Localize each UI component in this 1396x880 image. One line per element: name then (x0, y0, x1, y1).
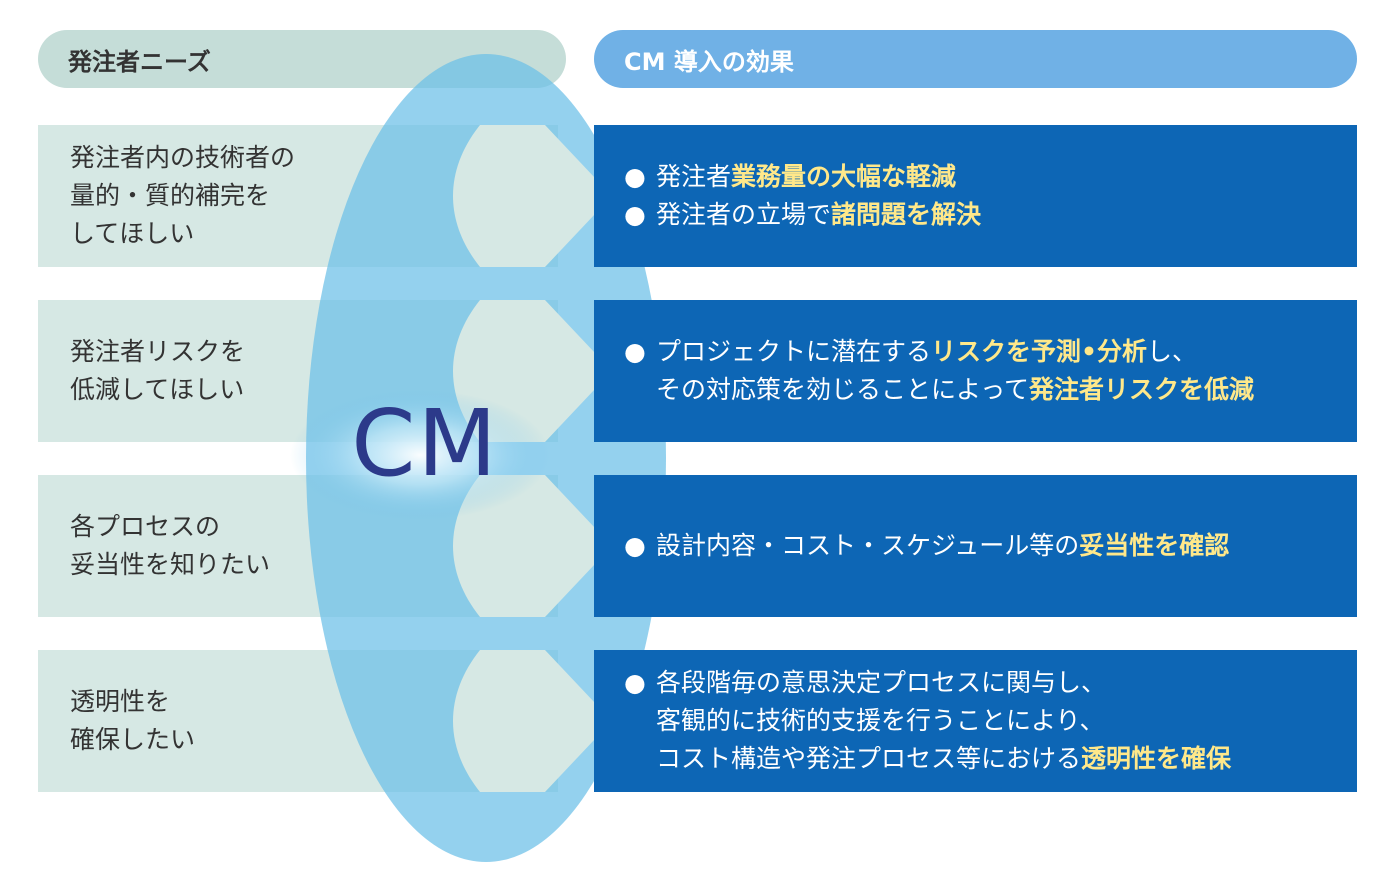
effect-row-3: ● 設計内容・コスト・スケジュール等の妥当性を確認 (594, 475, 1357, 617)
effect-3-line-1-highlight: 妥当性を確認 (1079, 531, 1230, 560)
effect-1-line-2-text: 発注者の立場で (656, 200, 832, 229)
effect-2-line-1-highlight: リスクを予測•分析 (931, 337, 1147, 366)
effect-4-line-2-text: 客観的に技術的支援を行うことにより、 (656, 706, 1105, 735)
effect-1-line-1-highlight: 業務量の大幅な軽減 (731, 162, 957, 191)
arrow-4 (453, 650, 612, 792)
effect-row-4: ● 各段階毎の意思決定プロセスに関与し、 客観的に技術的支援を行うことにより、 コ… (594, 650, 1357, 792)
cm-label: CM (351, 390, 499, 497)
arrow-3 (453, 475, 612, 617)
effect-4-line-2: 客観的に技術的支援を行うことにより、 (624, 702, 1357, 740)
bullet-icon: ● (624, 337, 646, 366)
effect-1-line-2: ● 発注者の立場で諸問題を解決 (624, 196, 1357, 234)
bullet-icon: ● (624, 200, 646, 229)
effect-2-line-1-after: し、 (1147, 337, 1198, 366)
effect-3-line-1-text: 設計内容・コスト・スケジュール等の (656, 531, 1080, 560)
effect-1-line-2-highlight: 諸問題を解決 (831, 200, 982, 229)
effect-row-1: ● 発注者業務量の大幅な軽減 ● 発注者の立場で諸問題を解決 (594, 125, 1357, 267)
need-text-4: 透明性を 確保したい (70, 687, 196, 754)
effect-3-line-1: ● 設計内容・コスト・スケジュール等の妥当性を確認 (624, 527, 1357, 565)
need-text-1: 発注者内の技術者の 量的・質的補完を してほしい (70, 143, 296, 248)
need-text-3: 各プロセスの 妥当性を知りたい (70, 512, 271, 579)
effect-2-line-2: その対応策を効じることによって発注者リスクを低減 (624, 371, 1357, 409)
effect-2-line-2-text: その対応策を効じることによって (656, 375, 1030, 404)
needs-header-label: 発注者ニーズ (68, 47, 211, 76)
effect-2-line-1-text: プロジェクトに潜在する (656, 337, 932, 366)
bullet-icon: ● (624, 162, 646, 191)
effect-4-line-3: コスト構造や発注プロセス等における透明性を確保 (624, 740, 1357, 778)
need-text-2: 発注者リスクを 低減してほしい (70, 337, 246, 404)
effect-2-line-1: ● プロジェクトに潜在するリスクを予測•分析し、 (624, 333, 1357, 371)
effect-4-line-3-text: コスト構造や発注プロセス等における (656, 744, 1082, 773)
effect-4-line-1: ● 各段階毎の意思決定プロセスに関与し、 (624, 664, 1357, 702)
effect-2-line-2-highlight: 発注者リスクを低減 (1029, 375, 1255, 404)
effect-row-2: ● プロジェクトに潜在するリスクを予測•分析し、 その対応策を効じることによって発… (594, 300, 1357, 442)
bullet-icon: ● (624, 668, 646, 697)
effects-header-label: CM 導入の効果 (624, 47, 794, 76)
effects-header: CM 導入の効果 (594, 30, 1357, 88)
effect-1-line-1-text: 発注者 (656, 162, 732, 191)
effect-1-line-1: ● 発注者業務量の大幅な軽減 (624, 158, 1357, 196)
effect-4-line-3-highlight: 透明性を確保 (1081, 744, 1232, 773)
arrow-1 (453, 125, 612, 267)
bullet-icon: ● (624, 531, 646, 560)
cm-glow (290, 390, 550, 520)
effect-4-line-1-text: 各段階毎の意思決定プロセスに関与し、 (656, 668, 1107, 697)
